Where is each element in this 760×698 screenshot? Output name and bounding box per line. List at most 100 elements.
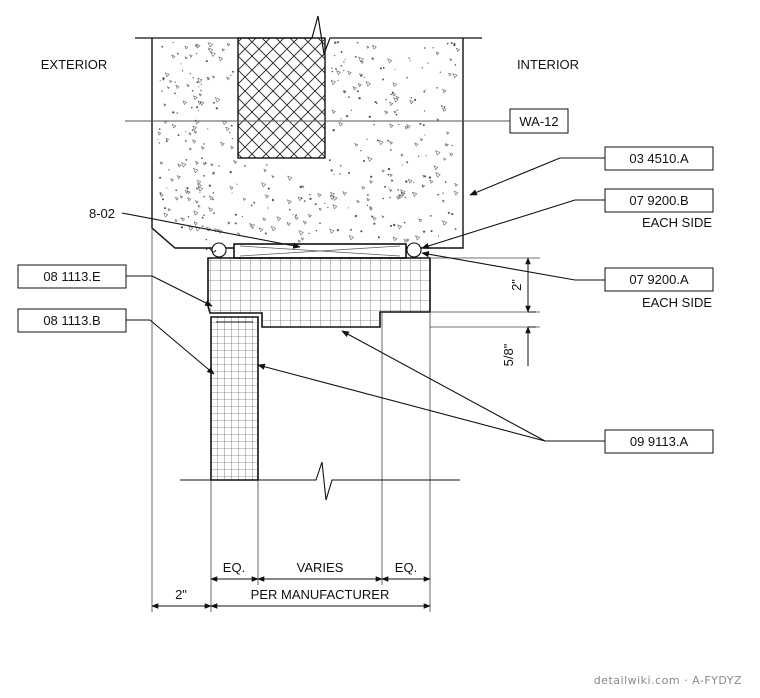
aggregate-speck [446,42,449,45]
aggregate-speck [192,139,197,144]
aggregate-speck [194,44,198,48]
aggregate-speck [220,141,225,147]
aggregate-speck [200,83,202,85]
aggregate-speck [387,173,390,176]
aggregate-speck [193,130,198,134]
aggregate-speck [230,124,233,127]
aggregate-speck [184,140,187,142]
dimension-per-manufacturer: PER MANUFACTURER [251,587,390,602]
aggregate-speck [196,81,199,84]
aggregate-speck [300,237,305,241]
aggregate-speck [429,215,432,217]
aggregate-speck [450,42,453,44]
aggregate-speck [399,194,401,197]
aggregate-speck [333,173,335,175]
aggregate-speck [195,43,201,49]
aggregate-speck [168,169,170,171]
aggregate-speck [181,217,186,222]
aggregate-speck [392,82,398,87]
aggregate-speck [411,191,418,198]
aggregate-speck [161,90,163,92]
aggregate-speck [234,222,237,225]
aggregate-speck [347,70,352,76]
aggregate-speck [437,235,440,237]
aggregate-speck [406,238,410,242]
aggregate-speck [172,41,174,44]
dimension-varies: VARIES [297,560,344,575]
aggregate-speck [250,225,255,230]
callout-8-02-leader [121,212,301,249]
exterior-label: EXTERIOR [41,57,107,72]
aggregate-speck [409,60,411,62]
aggregate-speck [186,83,190,88]
aggregate-speck [189,54,193,58]
aggregate-speck [184,45,189,50]
aggregate-speck [453,42,456,45]
aggregate-speck [159,176,162,179]
dimension-eq-right: EQ. [395,560,417,575]
aggregate-speck [414,235,421,241]
aggregate-speck [376,139,379,142]
aggregate-speck [400,153,404,157]
aggregate-speck [170,178,175,183]
aggregate-speck [308,232,310,235]
aggregate-speck [352,86,357,91]
aggregate-speck [161,45,164,48]
keynote-sealant-b-note: EACH SIDE [642,215,712,230]
aggregate-speck [443,106,446,108]
aggregate-speck [432,47,434,49]
aggregate-speck [175,189,178,192]
aggregate-speck [264,194,270,199]
aggregate-speck [206,76,211,81]
aggregate-speck [366,204,369,207]
aggregate-speck [350,228,352,231]
aggregate-speck [422,230,426,233]
aggregate-speck [372,216,377,221]
aggregate-speck [184,189,189,194]
aggregate-speck [331,109,336,114]
dimension-head-offset [525,290,536,366]
aggregate-speck [419,122,422,125]
aggregate-speck [385,98,387,101]
aggregate-speck [449,58,453,62]
aggregate-speck [301,185,305,189]
aggregate-speck [363,76,365,79]
aggregate-speck [436,118,440,122]
aggregate-speck [343,69,345,72]
aggregate-speck [336,70,341,75]
aggregate-speck [176,175,181,180]
aggregate-speck [194,160,200,165]
callout-8-02-label: 8-02 [89,206,115,221]
aggregate-speck [370,175,373,178]
aggregate-speck [327,206,329,209]
aggregate-speck [241,215,244,218]
aggregate-speck [360,150,362,152]
aggregate-speck [193,221,198,226]
aggregate-speck [435,51,440,56]
aggregate-speck [342,90,347,94]
aggregate-speck [423,110,426,112]
aggregate-speck [249,222,254,228]
aggregate-speck [358,56,364,63]
aggregate-speck [387,139,389,142]
dimension-eq-left: EQ. [223,560,245,575]
aggregate-speck [162,79,165,81]
aggregate-speck [443,157,447,161]
aggregate-speck [294,215,299,221]
aggregate-speck [374,101,377,104]
aggregate-speck [166,86,170,90]
aggregate-speck [393,223,396,227]
aggregate-speck [381,169,385,173]
aggregate-speck [203,195,205,198]
aggregate-speck [453,190,459,196]
aggregate-speck [406,76,408,79]
aggregate-speck [390,93,392,96]
keynote-sealant-a-note: EACH SIDE [642,295,712,310]
aggregate-speck [200,89,202,92]
aggregate-speck [180,162,187,168]
aggregate-speck [253,224,255,226]
aggregate-speck [406,124,411,129]
aggregate-speck [437,193,440,196]
aggregate-speck [435,150,441,156]
